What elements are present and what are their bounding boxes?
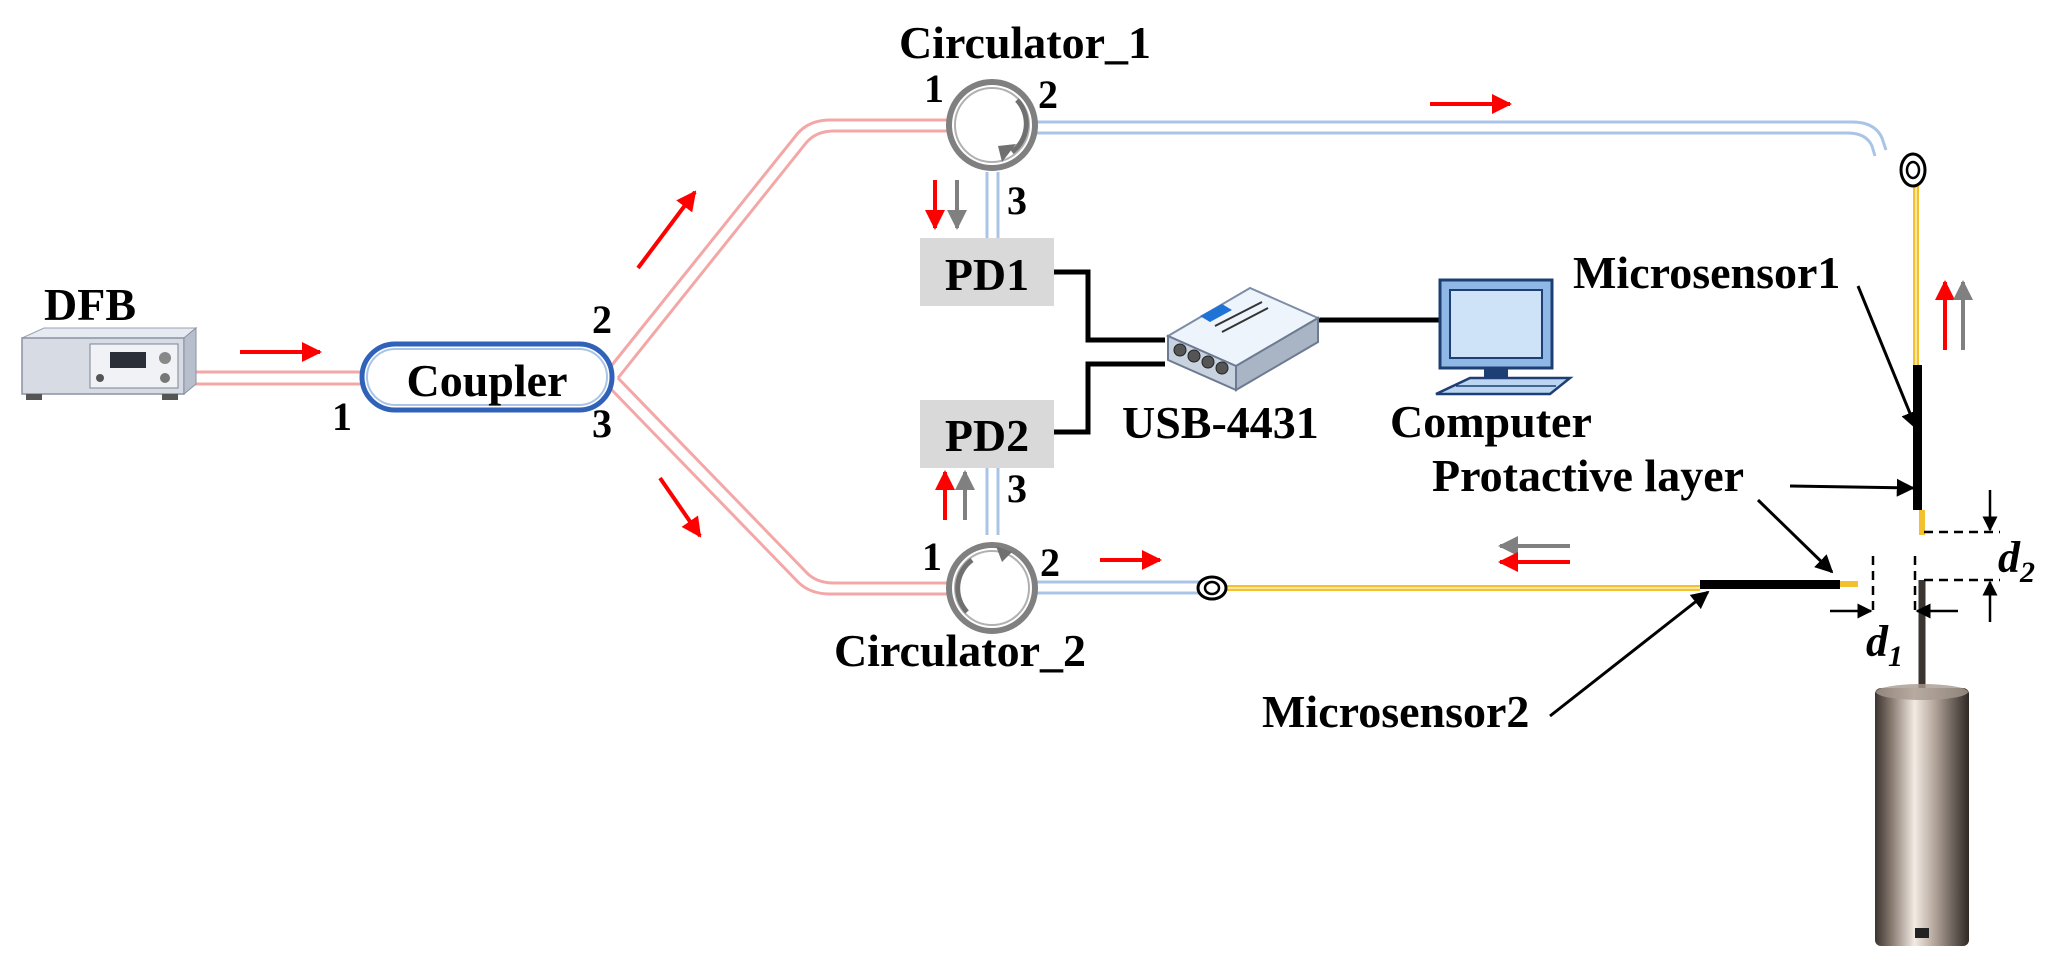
usb-4431-daq-device <box>1165 286 1321 392</box>
sensor2-fiber <box>1222 581 1858 591</box>
coupler-label: Coupler <box>407 355 568 406</box>
circulator2-port-2: 2 <box>1040 540 1060 585</box>
pd2-label: PD2 <box>945 410 1029 461</box>
circulator2-to-sensor2-fiber <box>1035 580 1202 595</box>
circulator1-port-1: 1 <box>924 66 944 111</box>
circulator1-port-2: 2 <box>1038 72 1058 117</box>
circulator1 <box>946 79 1038 171</box>
gap-dimension-lines <box>1830 490 2000 622</box>
computer-icon <box>1435 278 1574 396</box>
connector-sensor1 <box>1899 152 1927 188</box>
coupler-branch-upper-fiber <box>606 118 948 379</box>
signal-cables <box>1054 269 1440 435</box>
input-fiber <box>180 370 362 386</box>
d1-label: d1 <box>1866 617 1903 673</box>
coupler-port-2: 2 <box>592 297 612 342</box>
microsensor2-label: Microsensor2 <box>1262 686 1529 737</box>
coupler <box>359 341 615 413</box>
coupler-port-3: 3 <box>592 401 612 446</box>
microsensor1-label: Microsensor1 <box>1573 247 1840 298</box>
pd2-box <box>920 400 1054 468</box>
computer-label: Computer <box>1390 396 1592 447</box>
dfb-label: DFB <box>44 279 136 330</box>
coupler-port-1: 1 <box>332 394 352 439</box>
circulator2-port-1: 1 <box>922 534 942 579</box>
protective-layer-label: Protactive layer <box>1432 450 1744 501</box>
microsensor2-body <box>1700 580 1840 589</box>
daq-label: USB-4431 <box>1122 397 1319 448</box>
circulator2-to-pd2-fiber <box>985 460 1000 535</box>
pd1-label: PD1 <box>945 249 1029 300</box>
coupler-branch-lower-fiber <box>606 376 948 596</box>
circulator1-label: Circulator_1 <box>899 17 1151 68</box>
light-direction-arrows <box>240 94 1973 572</box>
callout-pointers <box>1549 285 1919 718</box>
dfb-laser-device <box>21 326 198 400</box>
connector-sensor2 <box>1196 575 1228 601</box>
d2-label: d2 <box>1998 533 2035 589</box>
microsensor1-body <box>1913 365 1922 510</box>
circulator1-port-3: 3 <box>1007 178 1027 223</box>
circulator2-port-3: 3 <box>1007 466 1027 511</box>
pd1-box <box>920 238 1054 306</box>
circulator1-to-sensor1-fiber <box>1035 120 1888 157</box>
circulator2 <box>946 542 1038 634</box>
sensor1-fiber <box>1913 185 1925 535</box>
circulator1-to-pd1-fiber <box>985 172 1000 238</box>
vibration-source-cylinder <box>1875 580 1969 946</box>
circulator2-label: Circulator_2 <box>834 625 1086 676</box>
